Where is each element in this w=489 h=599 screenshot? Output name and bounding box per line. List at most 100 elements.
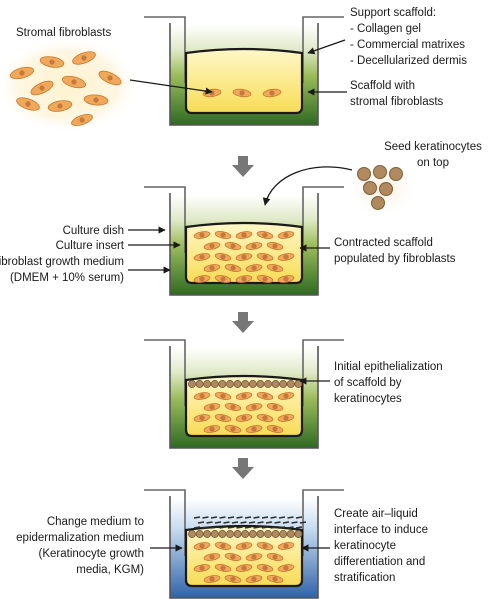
fibroblast-cell: [193, 564, 211, 572]
fibroblast-cell: [245, 575, 263, 583]
stratified-layer: [193, 516, 201, 519]
fibroblast-cell: [224, 425, 242, 433]
fibroblast-cell: [193, 231, 211, 239]
fibroblast-cell: [277, 231, 295, 239]
fibroblast-cell: [262, 88, 282, 98]
scaffold: [184, 47, 304, 115]
stratified-layer: [236, 526, 243, 529]
culture-dish-stage-1: [144, 16, 344, 126]
fibroblast-cell: [203, 264, 221, 272]
label-initial-epithelialization: keratinocytes: [334, 393, 402, 405]
scaffold: [184, 374, 304, 438]
fibroblast-cell: [214, 542, 232, 550]
keratinocyte: [256, 380, 265, 388]
step-arrow: [232, 156, 254, 177]
stratified-layer: [274, 521, 281, 524]
label-fibroblast-medium: (DMEM + 10% serum): [10, 272, 124, 284]
label-air-liquid-interface: interface to induce: [334, 524, 428, 536]
fibroblast-cell: [203, 242, 221, 250]
fibroblast-cell: [193, 275, 211, 283]
keratinocyte: [218, 530, 227, 538]
label-change-medium: (Keratinocyte growth: [39, 548, 144, 560]
stratified-layer: [219, 526, 226, 529]
stratified-layer: [240, 521, 247, 524]
stratified-layer: [231, 521, 239, 524]
pointer-support-scaffold: [307, 39, 346, 55]
stratified-layer: [202, 516, 209, 519]
culture-dish-stage-3: [144, 339, 344, 449]
fibroblast-cell: [30, 80, 54, 96]
keratinocyte: [233, 380, 242, 388]
step-arrow: [232, 458, 254, 479]
stratified-layer: [261, 516, 269, 519]
fibroblast-cell: [232, 88, 252, 98]
stratified-layer: [214, 521, 222, 524]
fibroblast-cell: [214, 253, 232, 261]
stratified-layer: [244, 526, 252, 529]
keratinocyte: [279, 530, 288, 538]
fibroblast-cell: [83, 94, 109, 106]
keratinocyte: [218, 380, 227, 388]
fibroblast-cells: [9, 51, 122, 127]
fibroblast-cell: [224, 403, 242, 411]
culture-dish-outline: [169, 23, 319, 126]
fibroblast-cell: [235, 414, 253, 422]
stratified-layer: [295, 516, 303, 519]
label-scaffold-with-fibroblasts: stromal fibroblasts: [350, 96, 444, 108]
keratinocyte: [286, 530, 295, 538]
stratified-layer: [210, 526, 218, 529]
keratinocyte: [256, 530, 265, 538]
stratified-layer: [206, 521, 213, 524]
culture-dish-stage-2: [144, 186, 344, 296]
label-air-liquid-interface: differentiation and: [334, 556, 425, 568]
stratified-layer: [219, 516, 226, 519]
stratified-layer: [193, 526, 201, 529]
label-air-liquid-interface: stratification: [334, 572, 395, 584]
fibroblast-cell: [245, 553, 263, 561]
fibroblast-cell: [214, 275, 232, 283]
stratified-layer: [270, 526, 277, 529]
stratified-layer: [282, 521, 290, 524]
keratinocyte: [271, 530, 280, 538]
label-scaffold-item: - Collagen gel: [350, 23, 421, 35]
keratinocyte-cluster: [357, 165, 403, 210]
pointer-fibroblast-to-scaffold: [129, 79, 213, 95]
stratified-layer: [236, 516, 243, 519]
fibroblast-cell: [214, 392, 232, 400]
stratified-layer: [257, 521, 264, 524]
fibroblast-cell: [266, 575, 284, 583]
keratinocyte: [241, 530, 250, 538]
fibroblast-cell: [256, 275, 274, 283]
fibroblast-cell: [235, 564, 253, 572]
label-initial-epithelialization: of scaffold by: [334, 377, 402, 389]
stratified-layer: [265, 521, 273, 524]
fibroblast-cell: [235, 542, 253, 550]
keratinocyte: [210, 380, 219, 388]
fibroblast-cell: [256, 253, 274, 261]
label-seed-keratinocytes: on top: [417, 157, 449, 169]
stratified-layer: [287, 526, 294, 529]
fibroblast-cell: [98, 70, 122, 86]
fibroblast-cell: [193, 392, 211, 400]
keratinocyte: [226, 380, 234, 388]
stratified-layer: [261, 526, 269, 529]
fibroblast-cell: [277, 414, 295, 422]
stratified-layer: [287, 516, 294, 519]
fibroblast-cell: [277, 564, 295, 572]
fibroblast-cell: [224, 264, 242, 272]
keratinocyte: [188, 380, 196, 388]
fibroblast-cell: [203, 425, 221, 433]
fibroblast-cell: [203, 403, 221, 411]
label-scaffold-item: - Decellularized dermis: [350, 55, 467, 67]
stratified-layer: [244, 516, 252, 519]
keratinocyte: [233, 530, 242, 538]
fibroblast-cell: [224, 553, 242, 561]
fibroblast-cell: [266, 553, 284, 561]
label-air-liquid-interface: Create air–liquid: [334, 508, 418, 520]
keratinocyte: [271, 380, 280, 388]
fibroblast-cell: [235, 392, 253, 400]
stratified-layer: [227, 526, 235, 529]
fibroblast-cell: [16, 97, 40, 111]
keratinocyte: [210, 530, 219, 538]
